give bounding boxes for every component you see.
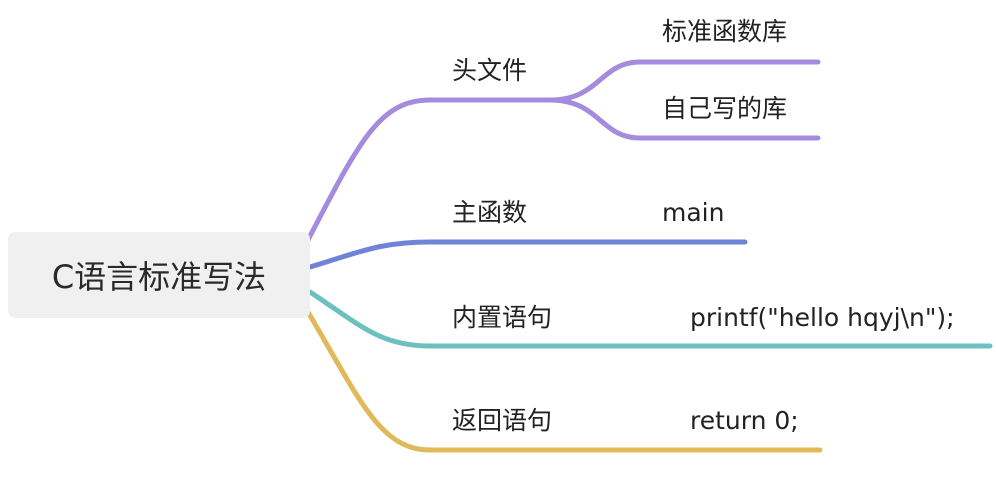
connector-branch-main xyxy=(307,239,748,270)
subtopic-printf[interactable]: printf("hello hqyj\n"); xyxy=(690,303,955,332)
connector-branch-return xyxy=(305,309,823,453)
topic-main[interactable]: 主函数 xyxy=(452,198,528,227)
topic-builtin[interactable]: 内置语句 xyxy=(452,303,553,332)
subtopic-main[interactable]: main xyxy=(662,198,725,227)
root-node[interactable]: C语言标准写法 xyxy=(8,232,310,318)
connector-sub-ownlib xyxy=(547,97,821,141)
topic-header[interactable]: 头文件 xyxy=(452,56,528,85)
topic-return[interactable]: 返回语句 xyxy=(452,406,553,435)
connector-sub-stdlib xyxy=(547,59,821,103)
connector-branch-header xyxy=(305,97,553,243)
subtopic-stdlib[interactable]: 标准函数库 xyxy=(662,17,788,46)
root-label: C语言标准写法 xyxy=(51,258,267,296)
subtopic-ownlib[interactable]: 自己写的库 xyxy=(662,94,788,123)
subtopic-return[interactable]: return 0; xyxy=(690,406,799,435)
connector-branch-builtin xyxy=(307,289,993,349)
